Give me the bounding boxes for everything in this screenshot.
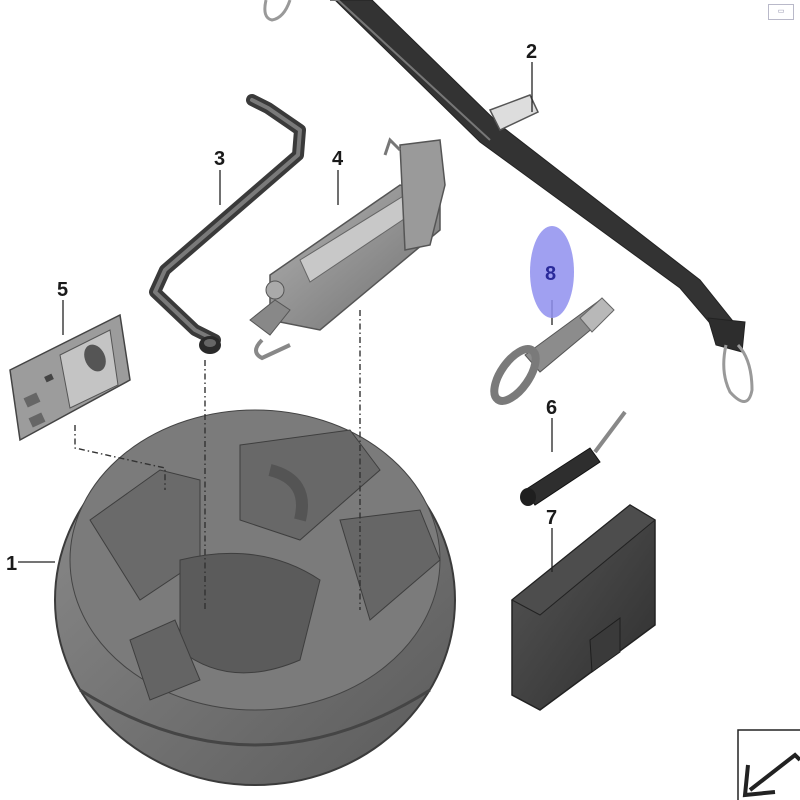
towing-eye [490, 297, 615, 405]
tool-tray [54, 409, 456, 786]
callout-2: 2 [526, 41, 537, 63]
screwdriver [520, 410, 627, 506]
corner-tag: ▭ [768, 4, 794, 20]
storage-box [511, 504, 656, 711]
callout-4: 4 [332, 148, 344, 170]
dash-lines [74, 310, 361, 610]
tie-down-strap [263, 0, 754, 403]
callout-3: 3 [214, 148, 225, 170]
callout-5: 5 [57, 279, 68, 301]
mounting-plate [9, 313, 131, 442]
callout-7: 7 [546, 507, 557, 529]
callout-8: 8 [545, 263, 556, 285]
corner-arrow-icon [737, 729, 800, 800]
callout-6: 6 [546, 397, 557, 419]
scissor-jack [249, 137, 446, 361]
callout-1: 1 [6, 553, 17, 575]
crank-handle [149, 94, 306, 354]
callout-8-highlight [530, 226, 574, 318]
